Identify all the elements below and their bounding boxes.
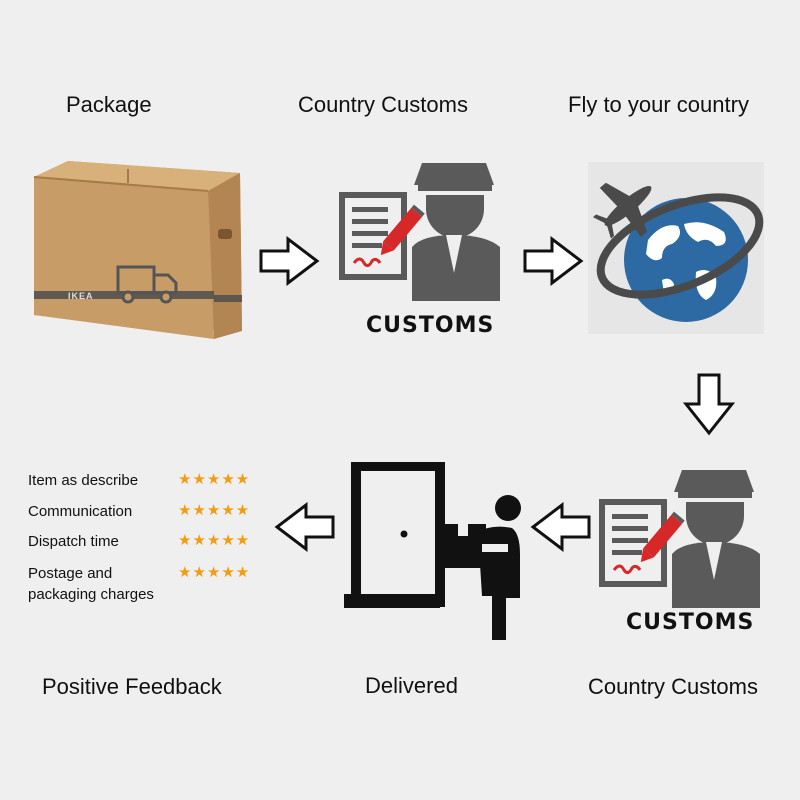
step-label-package: Package: [66, 92, 152, 117]
customs-officer-icon: [598, 462, 768, 612]
box-brand-text: IKEA: [68, 291, 94, 301]
delivery-door-courier-icon: [342, 461, 532, 642]
arrow-right-icon: [522, 235, 584, 291]
feedback-item-label: Postage and packaging charges: [28, 565, 154, 603]
arrow-left-icon: [530, 501, 592, 557]
globe-airplane-icon: [588, 162, 764, 334]
package-box-image: IKEA: [28, 155, 248, 345]
step-label-fly: Fly to your country: [568, 92, 749, 117]
arrow-left-icon: [274, 501, 336, 557]
feedback-item-label: Item as describe: [28, 472, 139, 489]
step-label-customs-bottom: Country Customs: [588, 674, 758, 699]
customs-sign-top: CUSTOMS: [366, 313, 495, 338]
star-rating: ★★★★★: [178, 471, 251, 488]
arrow-right-icon: [258, 235, 320, 291]
feedback-item-label: Communication: [28, 503, 133, 520]
feedback-item-label: Dispatch time: [28, 533, 119, 550]
step-label-customs-top: Country Customs: [298, 92, 468, 117]
customs-officer-icon: [338, 155, 508, 305]
star-rating: ★★★★★: [178, 502, 251, 519]
star-rating: ★★★★★: [178, 564, 251, 581]
step-label-delivered: Delivered: [365, 673, 458, 698]
step-label-feedback: Positive Feedback: [42, 674, 222, 699]
arrow-down-icon: [682, 372, 736, 441]
customs-sign-bottom: CUSTOMS: [626, 610, 755, 635]
star-rating: ★★★★★: [178, 532, 251, 549]
